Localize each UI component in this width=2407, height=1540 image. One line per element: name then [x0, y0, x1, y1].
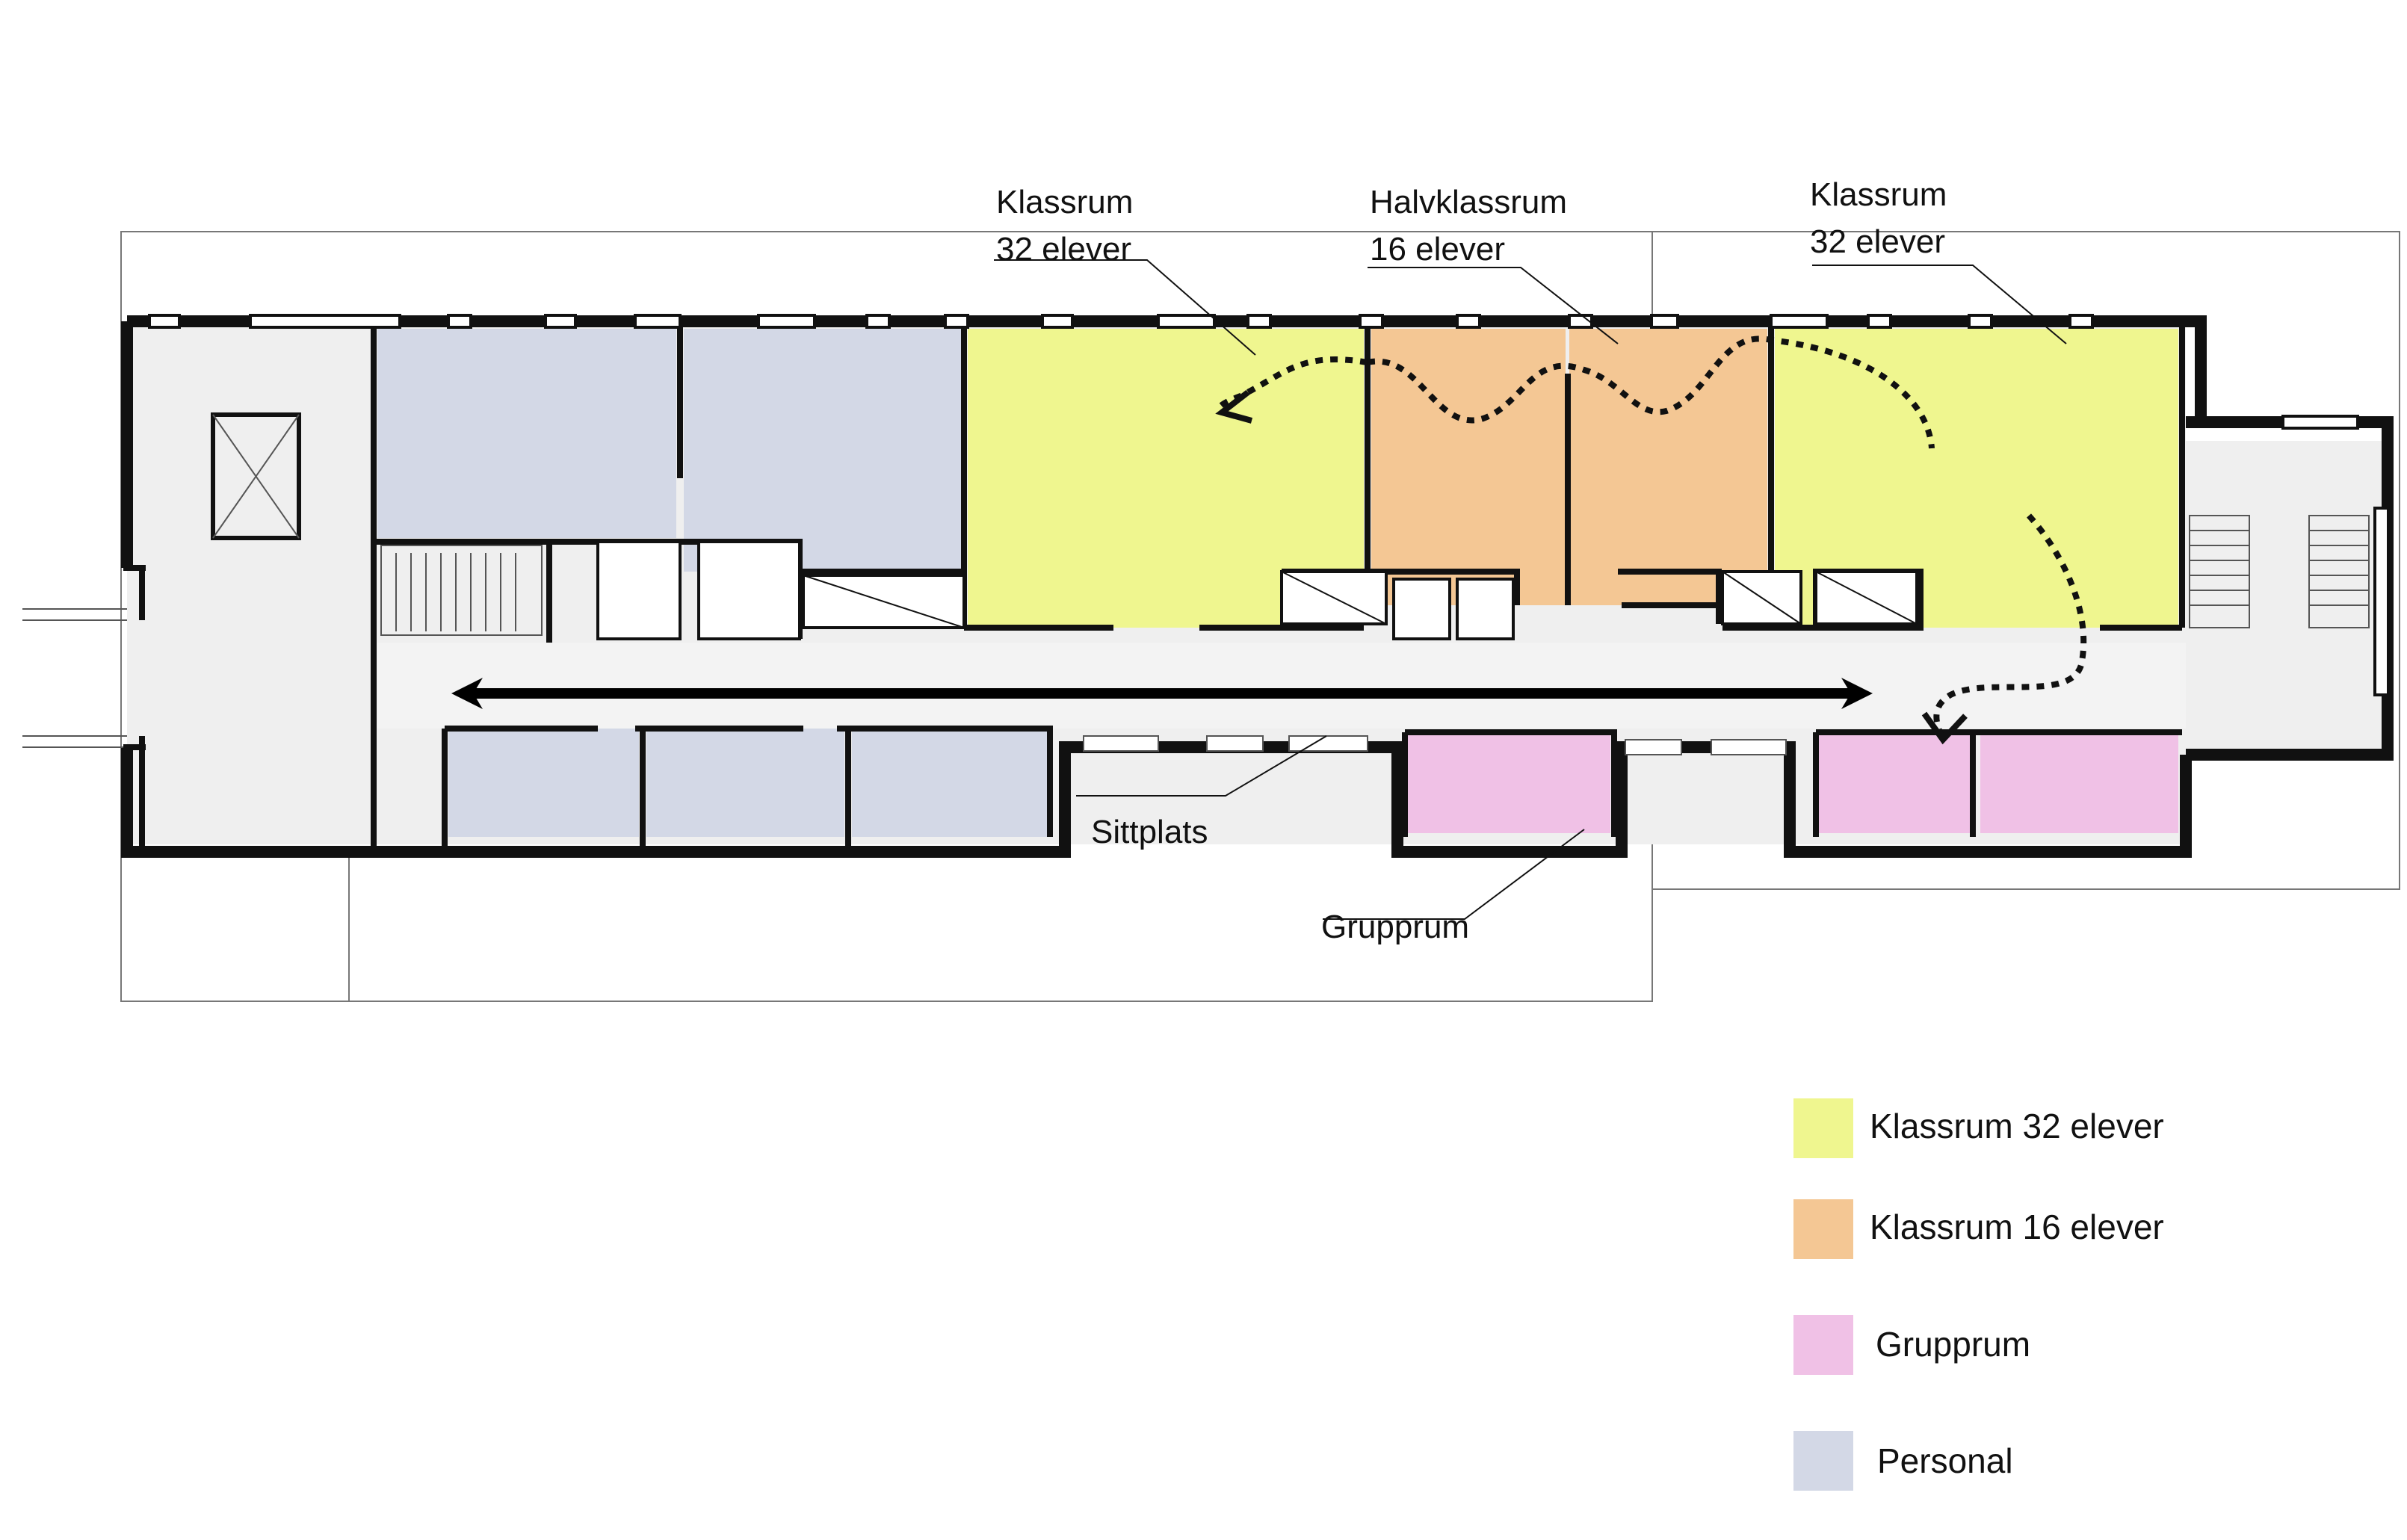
arrowhead-top	[1215, 389, 1253, 424]
windows	[148, 314, 2390, 696]
group-room	[1405, 732, 1610, 833]
legend-label-staff: Personal	[1877, 1441, 2013, 1480]
label-group-room: Grupprum	[1321, 909, 1469, 945]
legend-swatch-group-room	[1793, 1315, 1853, 1375]
half-classroom	[1371, 329, 1566, 605]
entrance-porch	[22, 565, 146, 852]
staff-room	[684, 329, 964, 572]
legend-label-group-room: Grupprum	[1876, 1325, 2031, 1364]
legend-swatch-classroom-32	[1793, 1098, 1853, 1158]
bathrooms	[596, 540, 1918, 640]
legend-label-classroom-16: Klassrum 16 elever	[1870, 1207, 2164, 1246]
west-stairs	[211, 412, 543, 636]
leader-lines	[994, 259, 2067, 920]
arrowhead-right	[1921, 711, 1968, 745]
legend-swatch-classroom-16	[1793, 1199, 1853, 1259]
label-seating: Sittplats	[1091, 814, 1208, 850]
label-classroom-right-1: Klassrum	[1810, 176, 1947, 213]
label-classroom-right-2: 32 elever	[1810, 223, 1945, 260]
dotted-path-right	[1933, 513, 2087, 741]
staff-room	[646, 729, 844, 837]
label-half-classroom-2: 16 elever	[1370, 231, 1505, 268]
half-classroom	[1569, 329, 1767, 605]
staff-room	[852, 729, 1050, 837]
label-half-classroom-1: Halvklassrum	[1370, 184, 1567, 220]
legend-swatch-staff	[1793, 1431, 1853, 1491]
east-stair-floor	[2186, 441, 2384, 755]
staff-room	[448, 729, 639, 837]
staff-room	[377, 329, 676, 538]
label-classroom-left-2: 32 elever	[996, 231, 1131, 268]
seating-benches	[1083, 735, 1787, 755]
legend-label-classroom-32: Klassrum 32 elever	[1870, 1107, 2164, 1145]
corridor	[377, 643, 2186, 729]
label-classroom-left-1: Klassrum	[996, 184, 1133, 220]
east-stairs	[2189, 515, 2370, 628]
entrance-outline	[120, 851, 350, 1002]
dotted-path-top	[1367, 335, 1935, 449]
group-room	[1816, 732, 1973, 833]
group-room	[1980, 732, 2178, 833]
